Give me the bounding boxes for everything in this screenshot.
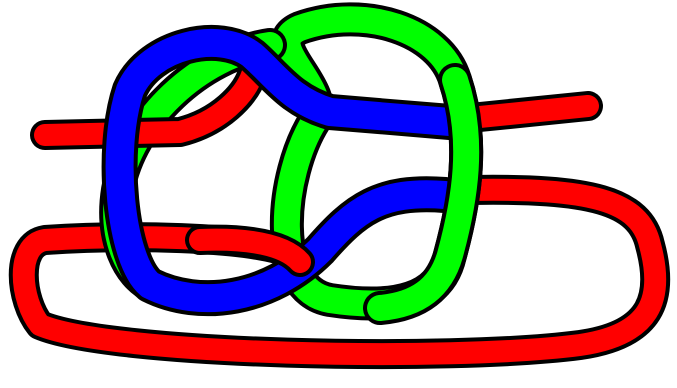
red-right-tail-fill <box>470 106 588 118</box>
